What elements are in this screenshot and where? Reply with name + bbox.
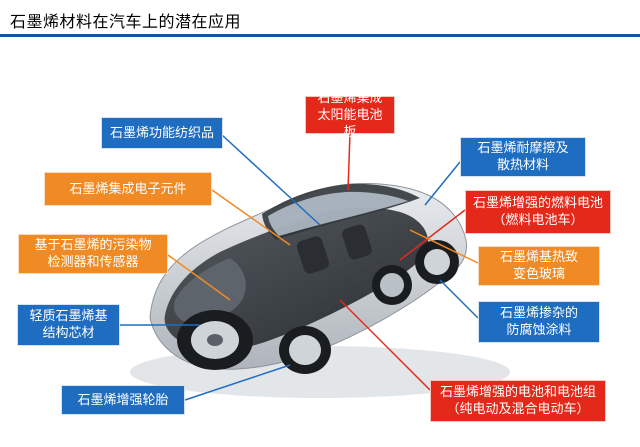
connector-battery (339, 299, 431, 391)
connector-fuelcell (399, 209, 466, 261)
wheel-front-left (177, 310, 253, 370)
connector-electronics (211, 189, 291, 246)
label-functional-textiles: 石墨烯功能纺织品 (101, 117, 223, 149)
connector-tires (184, 364, 291, 401)
connector-glass (409, 229, 479, 264)
connector-wear (424, 161, 461, 206)
label-solar-panel: 石墨烯集成 太阳能电池板 (305, 91, 395, 140)
label-pollutant-sensors: 基于石墨烯的污染物 检测器和传感器 (18, 234, 168, 274)
wheel-front-right (279, 326, 331, 374)
label-anticorrosion-coating: 石墨烯掺杂的 防腐蚀涂料 (478, 301, 600, 343)
car-seat-front (296, 236, 330, 274)
label-reinforced-tires: 石墨烯增强轮胎 (61, 385, 185, 415)
connector-solar (347, 132, 351, 191)
connector-coating (439, 279, 479, 319)
label-fuel-cell: 石墨烯增强的燃料电池 （燃料电池车） (465, 190, 611, 234)
label-battery-packs: 石墨烯增强的电池和电池组 （纯电动及混合电动车） (430, 380, 606, 422)
wheel-rear-right (372, 265, 412, 305)
connector-textiles (221, 134, 321, 226)
car-windshield (268, 191, 408, 236)
label-lightweight-core: 轻质石墨烯基 结构芯材 (17, 304, 120, 346)
page-title: 石墨烯材料在汽车上的潜在应用 (10, 12, 242, 31)
car-seat-rear (342, 224, 372, 260)
label-integrated-electronics: 石墨烯集成电子元件 (44, 172, 212, 206)
title-divider (0, 34, 640, 37)
label-wear-heat-materials: 石墨烯耐摩擦及 散热材料 (460, 137, 586, 177)
connector-sensors (167, 254, 231, 301)
car-engine-bay (174, 258, 246, 323)
label-thermochromic-glass: 石墨烯基热致 变色玻璃 (478, 246, 600, 286)
wheel-rear-left (415, 240, 459, 284)
